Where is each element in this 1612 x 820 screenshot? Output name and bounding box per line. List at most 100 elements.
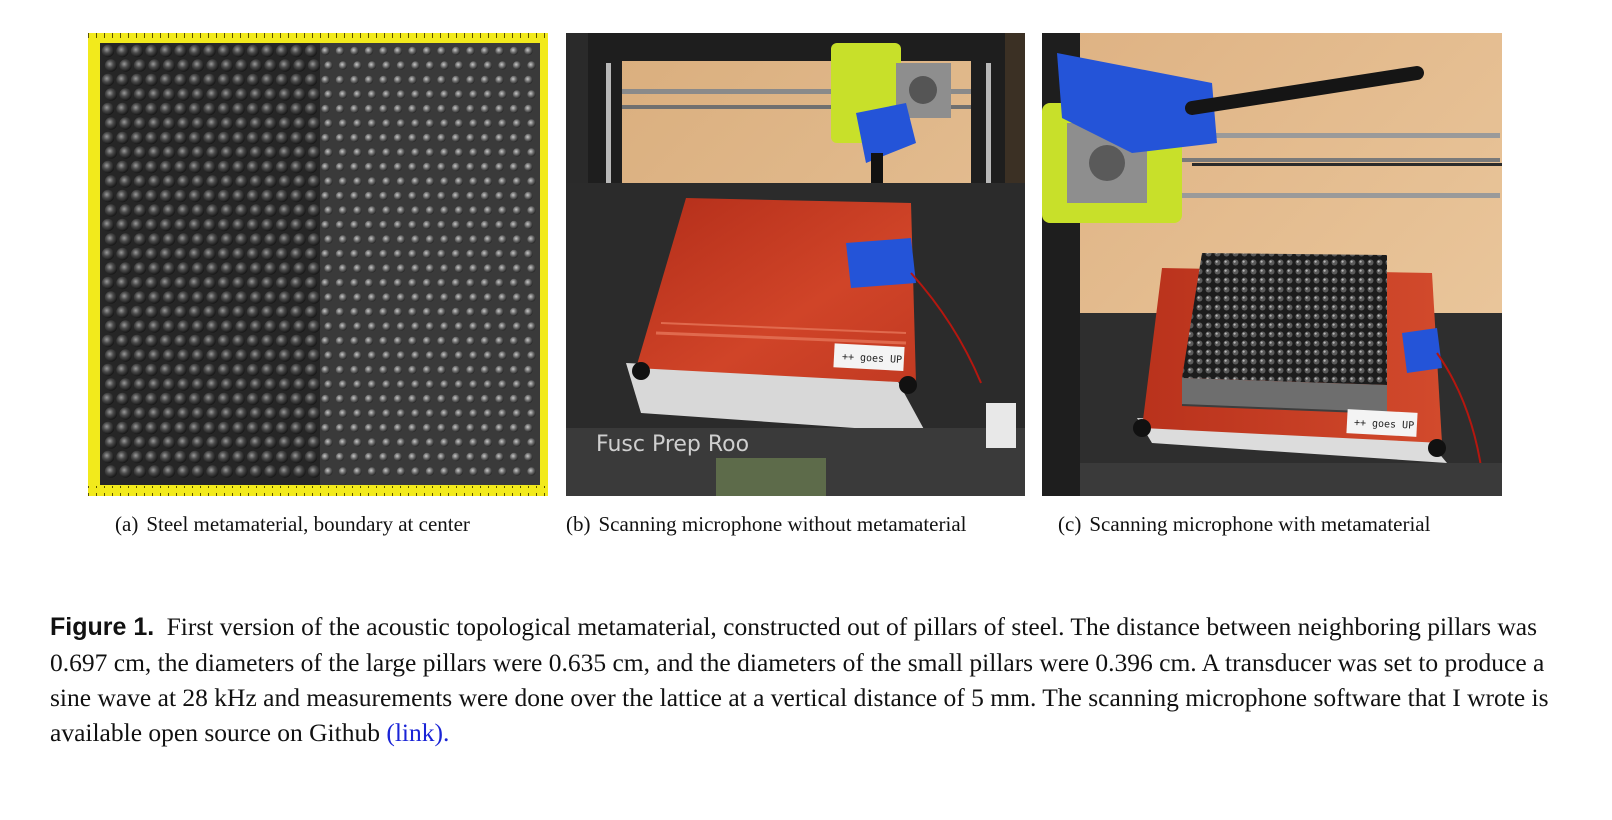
photo-c-svg: ++ goes UP: [1042, 33, 1502, 496]
large-pillar: [148, 349, 161, 362]
large-pillar: [249, 291, 263, 304]
small-pillar: [440, 322, 449, 331]
large-pillar: [104, 175, 118, 188]
small-pillar: [454, 322, 464, 331]
large-pillar: [148, 175, 161, 188]
large-pillar: [217, 450, 231, 464]
small-pillar: [393, 394, 403, 404]
large-pillar: [304, 131, 318, 145]
blue-tape-bed: [1402, 328, 1442, 373]
large-pillar: [304, 160, 318, 174]
subcaption-a-tag: (a): [115, 512, 139, 536]
large-pillar: [304, 189, 318, 203]
large-pillar: [290, 160, 303, 174]
small-pillar: [382, 322, 391, 331]
large-pillar: [232, 218, 245, 232]
large-pillar: [162, 175, 176, 188]
large-pillar: [261, 131, 274, 145]
small-pillar: [498, 293, 507, 302]
small-pillar: [382, 409, 391, 418]
x-axis-rod: [1080, 133, 1500, 138]
large-pillar: [249, 262, 263, 275]
large-pillar: [145, 44, 158, 58]
small-pillar: [422, 162, 432, 172]
small-pillar: [483, 61, 493, 70]
small-pillar: [364, 394, 374, 404]
large-pillar: [191, 378, 205, 391]
large-pillar: [304, 73, 318, 87]
small-pillar: [466, 220, 475, 230]
small-pillar: [466, 394, 475, 404]
large-pillar: [119, 233, 132, 246]
github-link[interactable]: (link).: [386, 718, 450, 747]
large-pillar: [133, 88, 147, 101]
small-pillar: [512, 177, 522, 186]
small-pillar: [466, 336, 475, 346]
small-pillar: [350, 162, 359, 172]
small-pillar: [480, 133, 490, 143]
large-pillar: [264, 233, 277, 246]
small-pillar: [498, 235, 507, 244]
small-pillar: [440, 351, 449, 360]
small-pillar: [451, 133, 461, 143]
small-pillar: [527, 409, 536, 418]
small-pillar: [396, 90, 406, 99]
large-pillar: [264, 378, 277, 391]
small-pillar: [396, 177, 406, 186]
large-pillar: [293, 146, 306, 159]
subcaption-c: (c)Scanning microphone with metamaterial: [1058, 512, 1430, 537]
large-pillar: [246, 160, 260, 174]
large-pillar: [101, 421, 115, 435]
small-pillar: [512, 206, 522, 215]
large-pillar: [290, 102, 303, 116]
small-pillar: [498, 322, 507, 331]
small-pillar: [364, 46, 374, 56]
figure-label: Figure 1.: [50, 613, 155, 641]
large-pillar: [159, 102, 173, 116]
large-pillar: [261, 247, 274, 261]
large-pillar: [206, 88, 219, 101]
small-pillar: [411, 177, 420, 186]
small-pillar: [382, 119, 391, 128]
large-pillar: [177, 117, 190, 130]
large-pillar: [290, 73, 303, 87]
large-pillar: [130, 73, 144, 87]
large-pillar: [145, 421, 158, 435]
small-pillar: [527, 438, 536, 447]
small-pillar: [498, 467, 507, 476]
large-pillar: [174, 102, 187, 116]
small-pillar: [393, 336, 403, 346]
small-pillar: [440, 467, 449, 476]
large-pillar: [293, 291, 306, 304]
small-pillar: [480, 249, 490, 259]
small-pillar: [437, 191, 446, 201]
large-pillar: [206, 233, 219, 246]
small-pillar: [335, 191, 345, 201]
small-pillar: [425, 467, 435, 476]
large-pillar: [304, 450, 318, 464]
small-pillar: [396, 148, 406, 157]
large-pillar: [203, 218, 216, 232]
small-pillar: [495, 452, 504, 462]
small-pillar: [527, 351, 536, 360]
small-pillar: [469, 380, 478, 389]
small-pillar: [324, 90, 333, 99]
large-pillar: [206, 59, 219, 72]
small-pillar: [425, 119, 435, 128]
large-pillar: [191, 146, 205, 159]
large-pillar: [290, 218, 303, 232]
large-pillar: [206, 436, 219, 449]
large-pillar: [235, 262, 248, 275]
large-pillar: [145, 305, 158, 319]
small-pillar: [454, 351, 464, 360]
small-pillar: [480, 336, 490, 346]
large-pillar: [188, 421, 202, 435]
large-pillar: [191, 175, 205, 188]
large-pillar: [304, 102, 318, 116]
small-pillar: [469, 61, 478, 70]
small-pillar: [451, 191, 461, 201]
large-pillar: [275, 363, 289, 377]
large-pillar: [275, 73, 289, 87]
small-pillar: [382, 148, 391, 157]
small-pillar: [509, 394, 519, 404]
